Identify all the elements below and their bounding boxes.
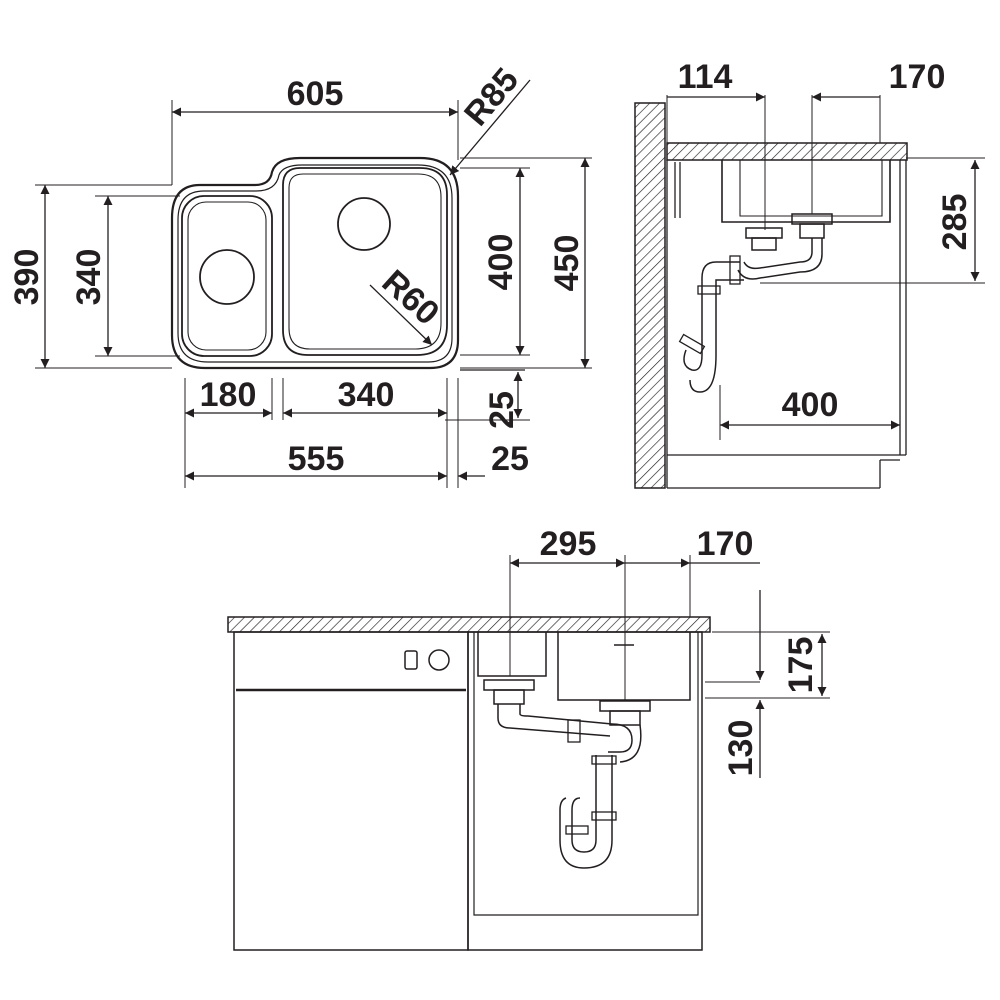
sink-cabinet-inner: [473, 632, 699, 916]
side-trap-joint-2: [729, 255, 741, 285]
dim-small-bowl-depth: 175: [782, 637, 820, 694]
dim-cutout-width: 555: [288, 440, 345, 478]
side-trap-joint-3: [678, 333, 706, 355]
wall-hatch: [634, 102, 666, 489]
side-countertop: [666, 142, 908, 161]
sink-outline-outer: [170, 156, 460, 370]
dim-large-bowl-width: 340: [338, 376, 395, 414]
dim-height-small-bowl: 340: [70, 249, 108, 306]
dim-small-bowl-width: 180: [200, 376, 257, 414]
top-view: 605 R85 390 340 400 450 R60 180 340 25 5…: [8, 61, 592, 488]
front-trap-vertical: [595, 755, 613, 840]
side-drain-2: [745, 227, 783, 239]
small-bowl-inner: [187, 201, 267, 351]
side-view: 114 170 285 400: [634, 58, 985, 489]
small-bowl-outer: [181, 195, 273, 357]
dishwasher-control-button: [404, 650, 418, 670]
dim-rim-offset-top: 25: [483, 391, 521, 429]
dim-rim-offset-bottom: 25: [491, 440, 529, 478]
dim-height-large-bowl: 400: [482, 234, 520, 291]
front-elbow: [608, 723, 642, 763]
dim-radius-outer: R85: [457, 61, 526, 133]
large-bowl-outer: [282, 167, 448, 356]
dim-bowl-depth: 285: [936, 194, 974, 251]
side-trap-bend: [683, 349, 717, 393]
dim-width-overall: 605: [287, 75, 344, 113]
front-large-bowl: [557, 632, 691, 701]
front-drain-large-neck: [609, 710, 641, 726]
side-bowl-inner: [739, 160, 883, 217]
front-view-extension-lines: [509, 555, 830, 700]
front-trap-bend: [559, 797, 613, 869]
side-drain-1-neck: [799, 223, 825, 239]
front-trap-joint-3: [565, 825, 589, 835]
dim-height-overall: 450: [548, 235, 586, 292]
side-drain-2-neck: [751, 237, 777, 251]
side-cabinet: [666, 160, 907, 489]
sink-cabinet: [467, 631, 703, 951]
front-connecting-pipe: [497, 704, 613, 737]
front-trap-joint-1: [591, 755, 617, 765]
front-view: 295 170 175 130: [227, 525, 830, 951]
front-view-dimension-lines: [510, 558, 827, 778]
front-drain-small: [483, 679, 535, 691]
side-trap-joint-1: [697, 285, 721, 295]
dim-drain-to-front: 170: [889, 58, 946, 96]
dishwasher-control-knob: [428, 649, 450, 671]
dim-waste-length: 400: [782, 386, 839, 424]
dim-drain-offset: 170: [697, 525, 754, 563]
small-bowl-drain: [199, 249, 255, 305]
sink-outline-inner: [177, 164, 453, 363]
top-view-dimension-lines: [40, 79, 590, 481]
front-drain-large: [599, 700, 651, 712]
side-view-dimension-lines: [667, 92, 980, 430]
front-trap-joint-2: [591, 811, 617, 821]
large-bowl-inner: [288, 173, 442, 350]
side-bowl: [721, 160, 891, 223]
dim-height-left: 390: [8, 249, 46, 306]
side-view-extension-lines: [666, 95, 985, 440]
side-trap-pipe: [701, 261, 744, 355]
large-bowl-drain: [337, 197, 391, 251]
front-drain-small-neck: [493, 689, 525, 705]
dim-drain-height: 130: [722, 720, 760, 777]
dim-wall-to-drain: 114: [678, 58, 733, 96]
front-countertop: [227, 616, 711, 633]
side-waste-pipe: [737, 238, 823, 280]
front-pipe-joint: [567, 719, 581, 743]
dim-radius-inner: R60: [375, 263, 447, 333]
dishwasher-panel: [233, 631, 469, 951]
dim-bowl-spacing: 295: [540, 525, 597, 563]
front-small-bowl: [477, 632, 547, 677]
